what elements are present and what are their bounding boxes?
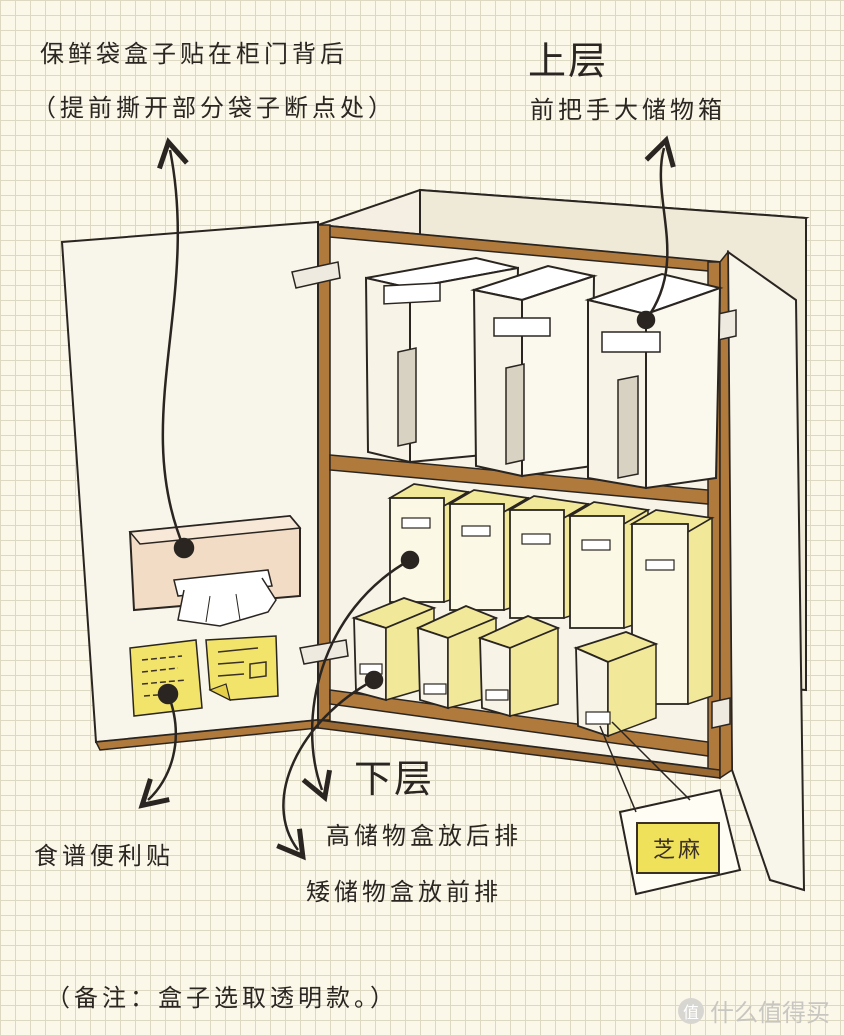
- door-note-label: （提前撕开部分袋子断点处）: [32, 94, 396, 122]
- recipe-note-label: 食谱便利贴: [34, 842, 174, 870]
- sesame-tag-label: 芝麻: [636, 822, 720, 874]
- watermark-badge-icon: 值: [678, 997, 704, 1024]
- watermark: 值 什么值得买: [678, 993, 830, 1028]
- right-door: [711, 249, 806, 892]
- upper-storage-bins: [364, 256, 724, 490]
- lower-short-label: 矮储物盒放前排: [306, 878, 502, 906]
- annotation-arrows: [138, 135, 676, 861]
- footnote-label: （备注：盒子选取透明款。）: [46, 984, 398, 1012]
- door-title-label: 保鲜袋盒子贴在柜门背后: [40, 40, 348, 68]
- lower-tall-label: 高储物盒放后排: [326, 822, 522, 850]
- lower-tall-boxes: [387, 483, 715, 706]
- watermark-text: 什么值得买: [710, 999, 830, 1027]
- lower-short-boxes: [351, 597, 659, 738]
- bag-dispenser-box: [128, 514, 302, 627]
- upper-layer-desc: 前把手大储物箱: [530, 96, 726, 124]
- upper-layer-title: 上层: [528, 39, 609, 83]
- lower-layer-title: 下层: [354, 757, 435, 801]
- recipe-sticky-notes: [129, 635, 279, 717]
- left-door: [60, 220, 349, 751]
